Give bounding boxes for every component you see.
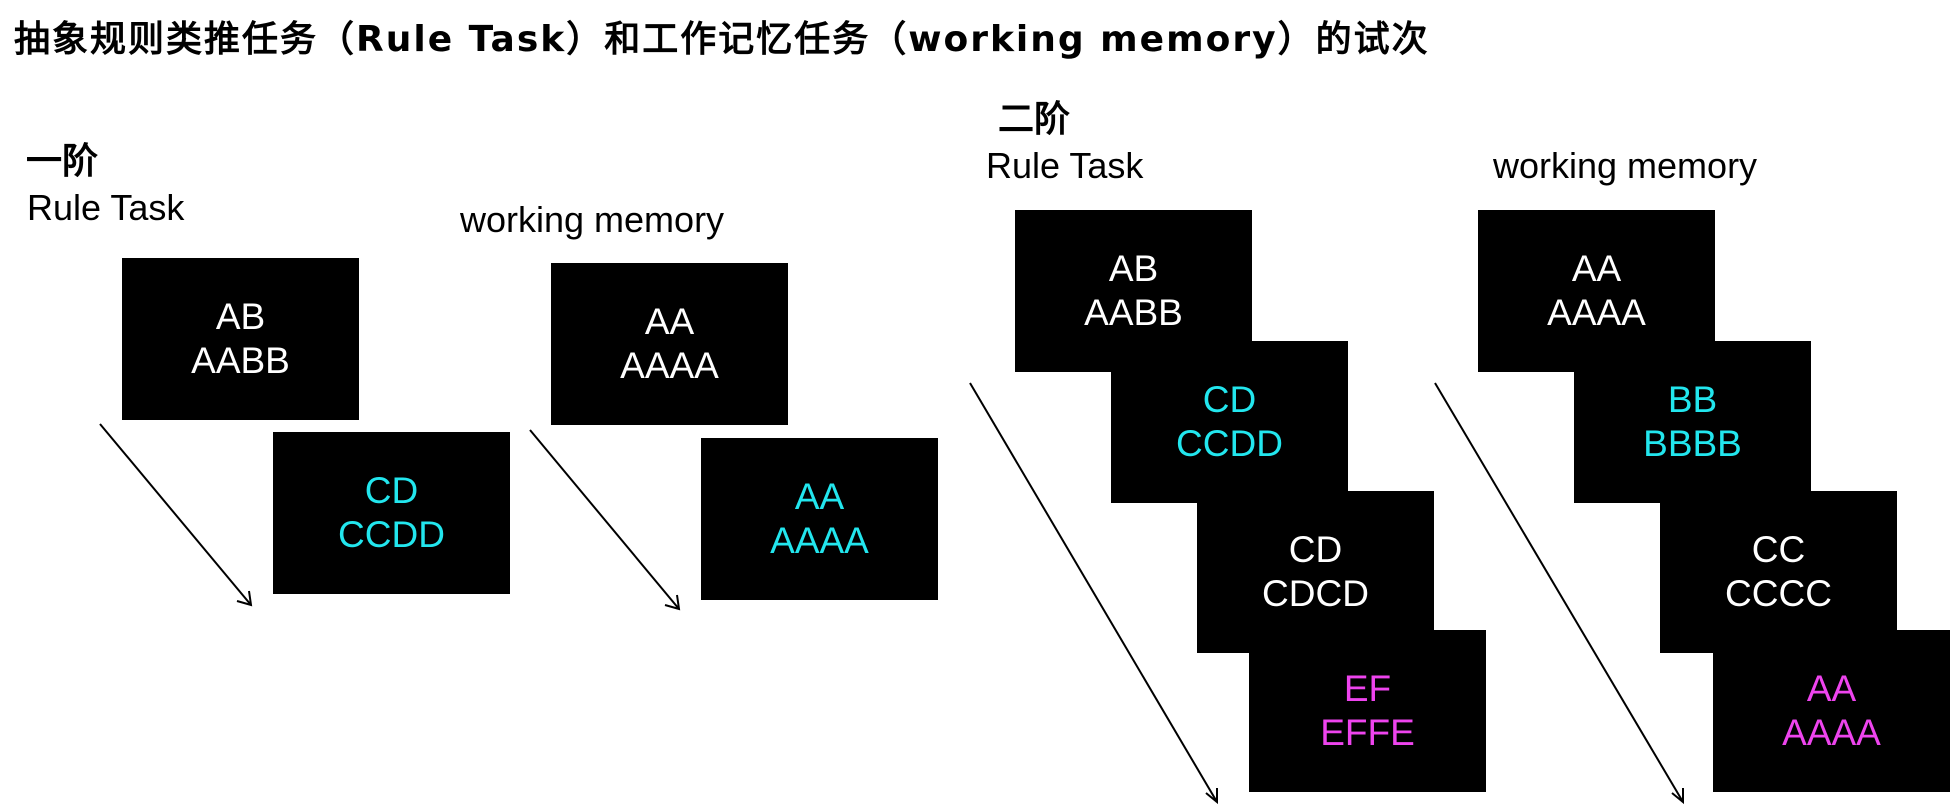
card-line-1: AB [215,296,266,337]
card-line-2: AAAA [770,520,869,561]
stage2-rule-card-3: CD CDCD [1197,491,1434,653]
card-line-1: CD [1202,379,1257,420]
page-title: 抽象规则类推任务（Rule Task）和工作记忆任务（working memor… [14,19,1430,60]
card-line-2: CCCC [1725,573,1832,614]
stage2-wm-card-2: BB BBBB [1574,341,1811,503]
card-line-1: AA [794,476,845,517]
card-line-1: AA [644,301,695,342]
stage1-rule-arrow [99,423,253,607]
stage1-wm-arrow [529,429,681,611]
stage1-wm-card-2: AA AAAA [701,438,938,600]
card-line-2: CCDD [338,514,445,555]
card-line-1: CD [364,470,419,511]
stage1-rule-task-label: Rule Task [27,187,185,228]
card-line-2: CDCD [1262,573,1369,614]
card-line-2: AABB [1084,292,1183,333]
stage2-label: 二阶 [998,99,1071,140]
card-line-1: AA [1571,248,1622,289]
card-line-2: AABB [191,340,290,381]
stage2-rule-card-4: EF EFFE [1249,630,1486,792]
stage1-wm-card-1: AA AAAA [551,263,788,425]
card-line-2: BBBB [1643,423,1742,464]
card-line-2: AAAA [1547,292,1646,333]
stage2-rule-task-label: Rule Task [986,145,1144,186]
card-line-1: AB [1108,248,1159,289]
stage2-rule-card-2: CD CCDD [1111,341,1348,503]
stage2-wm-card-3: CC CCCC [1660,491,1897,653]
stage1-rule-card-1: AB AABB [122,258,359,420]
card-line-1: CD [1288,529,1343,570]
card-line-1: AA [1806,668,1857,709]
card-line-2: CCDD [1176,423,1283,464]
stage1-label: 一阶 [26,141,99,182]
card-line-1: CC [1751,529,1806,570]
card-line-1: BB [1667,379,1718,420]
card-line-2: AAAA [620,345,719,386]
stage2-wm-card-4: AA AAAA [1713,630,1950,792]
card-line-1: EF [1343,668,1392,709]
card-line-2: EFFE [1320,712,1415,753]
stage1-working-memory-label: working memory [460,199,725,240]
stage2-working-memory-label: working memory [1493,145,1758,186]
stage1-rule-card-2: CD CCDD [273,432,510,594]
card-line-2: AAAA [1782,712,1881,753]
